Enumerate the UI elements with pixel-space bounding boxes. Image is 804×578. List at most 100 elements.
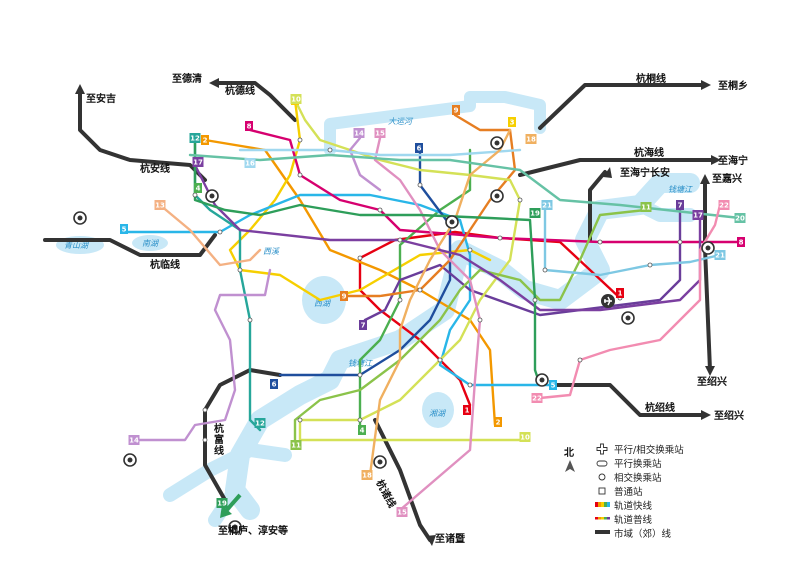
arrow-zhuji [426, 535, 436, 546]
line-8-badge-number: 8 [247, 123, 252, 131]
line-16-badge: 16 [244, 158, 256, 168]
station [202, 437, 208, 443]
line-18-route [368, 128, 512, 477]
label-hangzhu-line: 杭诸线 [373, 477, 399, 510]
line-14-route [133, 268, 272, 442]
line-12-badge-number: 12 [255, 420, 265, 428]
line-8-badge-number: 8 [739, 239, 744, 247]
airport-icon [601, 294, 615, 308]
arrow-shaoxing-1 [705, 366, 715, 376]
station [357, 372, 363, 378]
suburban-lines [43, 81, 717, 542]
arrow-haining [711, 155, 721, 165]
label-to-zhuji: 至诸暨 [435, 532, 465, 545]
legend-express-icon [595, 502, 610, 507]
station [517, 197, 523, 203]
line-12-badge-number: 12 [190, 135, 200, 143]
label-hangtong-line: 杭桐线 [636, 72, 666, 85]
qiantang-label-2: 钱塘江 [668, 185, 693, 194]
legend-parallel-cross-icon [596, 443, 608, 455]
label-to-shaoxing-1: 至绍兴 [697, 375, 727, 388]
line-1-badge: 1 [616, 288, 624, 298]
line-17-route [193, 163, 702, 312]
line-5-badge-number: 5 [122, 226, 127, 234]
line-9-route [343, 113, 517, 298]
line-2-badge-number: 2 [203, 137, 208, 145]
green-arrow [220, 493, 242, 518]
line-9-badge-number: 9 [454, 107, 459, 115]
station [357, 417, 363, 423]
legend-label-0: 平行/相交换乘站 [614, 444, 684, 456]
hangshao-suburban-line [553, 383, 707, 417]
line-6-badge: 6 [415, 143, 423, 153]
label-hangde-line: 杭德线 [225, 84, 255, 97]
station [297, 417, 303, 423]
nan-lake-label: 南湖 [142, 239, 160, 248]
legend-suburban-icon [595, 530, 610, 534]
line-20-badge: 20 [734, 213, 746, 223]
legend-label-3: 普通站 [614, 486, 643, 498]
xiang-lake-label: 湘湖 [429, 409, 447, 418]
station [202, 407, 208, 413]
line-17-badge-number: 17 [193, 159, 203, 167]
hangtong-suburban-line [538, 83, 707, 130]
line-7-badge-number: 7 [678, 202, 683, 210]
compass-arrow-icon [565, 460, 575, 472]
grand-canal [324, 91, 546, 156]
label-hangshao-line: 杭绍线 [645, 401, 675, 414]
west-lake-label: 西湖 [314, 299, 332, 308]
legend-label-4: 轨道快线 [614, 500, 653, 512]
line-22-badge: 22 [718, 200, 730, 210]
station [357, 255, 363, 261]
line-15-badge-number: 15 [375, 130, 385, 138]
line-8-badge: 8 [245, 121, 253, 131]
station [377, 207, 383, 213]
line-10-badge-number: 10 [520, 434, 530, 442]
stations [192, 137, 683, 443]
line-4-badge: 4 [194, 183, 202, 193]
arrow-jiaxing [700, 174, 710, 184]
line-12-badge: 12 [189, 133, 201, 143]
line-9-badge-number: 9 [342, 293, 347, 301]
hangde-suburban-line [213, 81, 297, 122]
compass-north-label: 北 [564, 446, 574, 459]
station [467, 247, 473, 253]
line-6-badge-number: 6 [272, 381, 277, 389]
hub-railway-icon [445, 215, 459, 229]
line-5-badge: 5 [549, 380, 557, 390]
hanghai-suburban-line [518, 158, 717, 177]
line-10-badge: 10 [519, 432, 531, 442]
line-17-badge: 17 [192, 157, 204, 167]
line-15-badge: 15 [396, 507, 408, 517]
line-20-route [188, 153, 742, 220]
hub-railway-icon [228, 520, 242, 534]
label-to-shaoxing-2: 至绍兴 [714, 409, 744, 422]
station [297, 172, 303, 178]
hangzhu-suburban-line [373, 418, 432, 542]
line-20-badge-number: 20 [735, 215, 745, 223]
tonglu-arrow-line [223, 493, 242, 514]
station [437, 357, 443, 363]
line-22-route [538, 203, 722, 400]
station [497, 235, 503, 241]
hub-railway-icon [373, 455, 387, 469]
station [597, 239, 603, 245]
station [327, 147, 333, 153]
label-to-haining-changan: 至海宁长安 [620, 166, 670, 179]
station [417, 287, 423, 293]
line-21-badge-number: 21 [715, 252, 725, 260]
line-13-badge-number: 13 [155, 202, 165, 210]
line-5-badge-number: 5 [551, 382, 556, 390]
line-22-badge: 22 [531, 393, 543, 403]
legend-cross-icon [598, 473, 606, 481]
line-19-badge-number: 19 [530, 210, 540, 218]
line-14-north [348, 136, 382, 192]
line-14-badge-number: 14 [129, 437, 139, 445]
line-3-badge-number: 3 [510, 119, 515, 127]
hub-railway-icon [701, 241, 715, 255]
hub-railway-icon [205, 189, 219, 203]
line-12-route [193, 138, 262, 432]
station [192, 192, 198, 198]
legend-label-2: 相交换乘站 [614, 472, 662, 484]
